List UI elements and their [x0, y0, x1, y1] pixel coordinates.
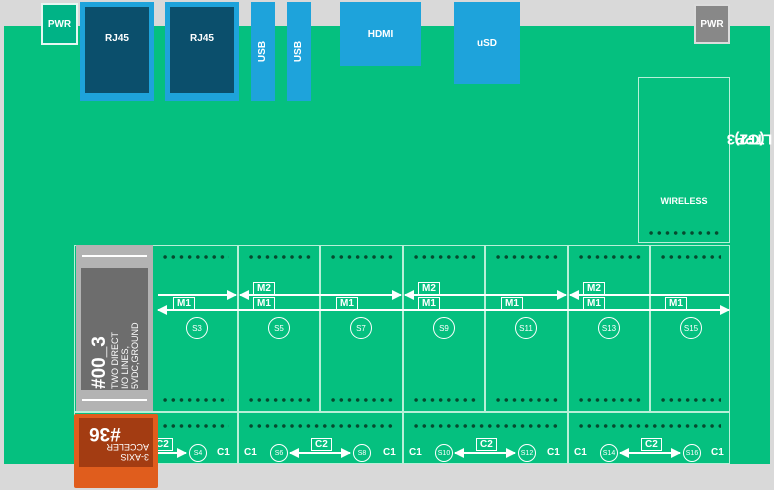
socket-s3: S3: [186, 317, 208, 339]
pwr-right-label: PWR: [700, 18, 724, 30]
slot-pins-bottom: [412, 398, 476, 402]
m1-label: M1: [253, 297, 275, 310]
c1-label: C1: [407, 447, 424, 458]
slot-pins-bottom: [659, 398, 721, 402]
socket-s5: S5: [268, 317, 290, 339]
slot-pins-bottom: [329, 398, 394, 402]
slot-pins-top: [577, 255, 641, 259]
socket-s11: S11: [515, 317, 537, 339]
wireless-label: WIRELESS: [660, 196, 708, 206]
c1-label: C1: [545, 447, 562, 458]
module-36-title: #36: [89, 423, 121, 444]
power-jack-left: PWR: [41, 3, 78, 45]
c1-label: C1: [215, 447, 232, 458]
slot-pins: [412, 424, 559, 428]
module-36-desc-1: 3-AXIS: [120, 452, 149, 462]
slot-pins-bottom: [577, 398, 641, 402]
usb-port-b: USB: [287, 2, 311, 101]
rj45-port-b: RJ45: [165, 2, 239, 101]
rj45-port-a: RJ45: [80, 2, 154, 101]
m1-label: M1: [501, 297, 523, 310]
slot-lower-2: [403, 412, 568, 464]
socket-s13: S13: [598, 317, 620, 339]
m2-label: M2: [583, 282, 605, 295]
slot-pins-bottom: [247, 398, 311, 402]
usd-slot: uSD: [454, 2, 520, 84]
socket-s15: S15: [680, 317, 702, 339]
slot-upper-4: [485, 245, 568, 412]
slot-upper-2: [320, 245, 403, 412]
power-jack-right: PWR: [694, 4, 730, 44]
module-00-3: #00_3 TWO DIRECT I/O LINES, 5VDC,GROUND: [81, 268, 148, 390]
usb-port-a: USB: [251, 2, 275, 101]
slot-upper-3: [403, 245, 485, 412]
m1-label: M1: [173, 297, 195, 310]
slot-pins-top: [329, 255, 394, 259]
slot-upper-5: [568, 245, 650, 412]
slot-upper-6: [650, 245, 730, 412]
slot-pins-bottom: [494, 398, 559, 402]
slot-pins-top: [412, 255, 476, 259]
slot-pins: [247, 424, 394, 428]
socket-s7: S7: [350, 317, 372, 339]
slot-lower-3: [568, 412, 730, 464]
c1-label: C1: [709, 447, 726, 458]
socket-s10: S10: [435, 444, 453, 462]
socket-s12: S12: [518, 444, 536, 462]
m2-label: M2: [418, 282, 440, 295]
slot-pins-top: [659, 255, 721, 259]
usd-label: uSD: [477, 37, 497, 49]
rj45-a-label: RJ45: [85, 7, 149, 93]
m1-label: M1: [583, 297, 605, 310]
module-00-3-desc-2: I/O LINES,: [119, 345, 130, 389]
rj45-b-label: RJ45: [170, 7, 234, 93]
module-00-3-desc-1: TWO DIRECT: [109, 332, 120, 389]
c1-label: C1: [572, 447, 589, 458]
module-00-3-title: #00_3: [88, 336, 110, 389]
slot-pins-bottom: [161, 398, 229, 402]
socket-s6: S6: [270, 444, 288, 462]
m1-label: M1: [336, 297, 358, 310]
c2-label: C2: [641, 438, 662, 451]
module-00-3-desc-3: 5VDC,GROUND: [129, 322, 140, 389]
wireless-pins: [647, 231, 721, 235]
socket-s14: S14: [600, 444, 618, 462]
slot-pins: [161, 424, 229, 428]
pwr-left-label: PWR: [47, 18, 72, 30]
c1-label: C1: [381, 447, 398, 458]
m1-label: M1: [418, 297, 440, 310]
slot-upper-1: [238, 245, 320, 412]
m1-label: M1: [665, 297, 687, 310]
socket-s4: S4: [189, 444, 207, 462]
hdmi-label: HDMI: [367, 28, 394, 40]
c2-label: C2: [311, 438, 332, 451]
slot-upper-0: [74, 245, 238, 412]
wireless-module: WIRELESS: [638, 77, 730, 243]
hdmi-port: HDMI: [340, 2, 421, 66]
socket-s9: S9: [433, 317, 455, 339]
slot-pins-top: [247, 255, 311, 259]
slot-pins: [577, 424, 721, 428]
c2-label: C2: [476, 438, 497, 451]
module-36: 3-AXIS ACCELER #36: [79, 418, 153, 467]
socket-s16: S16: [683, 444, 701, 462]
socket-s8: S8: [353, 444, 371, 462]
slot-pins-top: [494, 255, 559, 259]
slot-pins-top: [161, 255, 229, 259]
slot-lower-1: [238, 412, 403, 464]
c1-label: C1: [242, 447, 259, 458]
m2-label: M2: [253, 282, 275, 295]
